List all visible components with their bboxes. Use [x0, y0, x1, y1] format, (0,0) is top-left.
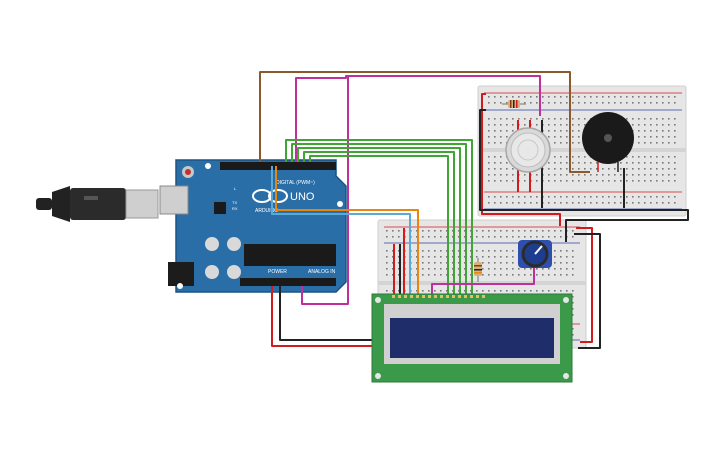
wire-magenta-bottom: [301, 76, 349, 305]
lcd-pin: [416, 295, 419, 298]
resistor-top[interactable]: [502, 100, 526, 108]
lcd-pin: [434, 295, 437, 298]
tx-label: TX: [232, 200, 237, 205]
wire-green-4: [303, 151, 455, 298]
arduino-model-label: UNO: [290, 191, 315, 203]
wire-green-5: [309, 155, 449, 298]
wire-red-right: [576, 227, 593, 343]
rx-label: RX: [232, 206, 238, 211]
analog-label: ANALOG IN: [308, 269, 336, 275]
lcd-pin: [446, 295, 449, 298]
power-label: POWER: [268, 269, 287, 275]
lcd-pin-header: [392, 295, 485, 298]
lcd-pin: [404, 295, 407, 298]
wire-black-arduino: [279, 286, 382, 341]
lcd-pin: [452, 295, 455, 298]
usb-cable: [36, 186, 159, 222]
wire-blue: [271, 166, 411, 298]
wire-magenta-top: [295, 75, 541, 162]
lcd-pin: [458, 295, 461, 298]
l-label: L: [234, 186, 237, 191]
resistor-bottom[interactable]: [474, 258, 482, 282]
potentiometer[interactable]: [518, 240, 552, 268]
arduino-uno[interactable]: UNO ARDUINO DIGITAL (PWM~) POWER ANALOG …: [159, 159, 347, 293]
lcd-16x2[interactable]: [371, 293, 573, 383]
wire-magenta-pot: [431, 262, 535, 298]
lcd-pin: [422, 295, 425, 298]
lcd-pin: [476, 295, 479, 298]
wire-red-bb-link: [481, 93, 561, 226]
wire-green-1: [285, 139, 473, 298]
lcd-pin: [392, 295, 395, 298]
wire-brown: [259, 71, 590, 173]
piezo-buzzer[interactable]: [582, 112, 634, 172]
lcd-pin: [398, 295, 401, 298]
lcd-pin: [464, 295, 467, 298]
lcd-pin: [410, 295, 413, 298]
wire-orange: [275, 166, 419, 298]
arduino-brand-label: ARDUINO: [255, 208, 278, 214]
wire-green-2: [291, 143, 467, 298]
digital-label: DIGITAL (PWM~): [276, 180, 315, 186]
wire-red-arduino: [271, 286, 380, 347]
wire-black-bb-link: [479, 109, 689, 242]
wire-black-right: [574, 233, 601, 349]
gas-sensor[interactable]: [505, 127, 551, 173]
lcd-pin: [482, 295, 485, 298]
lcd-pin: [470, 295, 473, 298]
lcd-pin: [428, 295, 431, 298]
wire-green-3: [297, 147, 461, 298]
lcd-pin: [440, 295, 443, 298]
